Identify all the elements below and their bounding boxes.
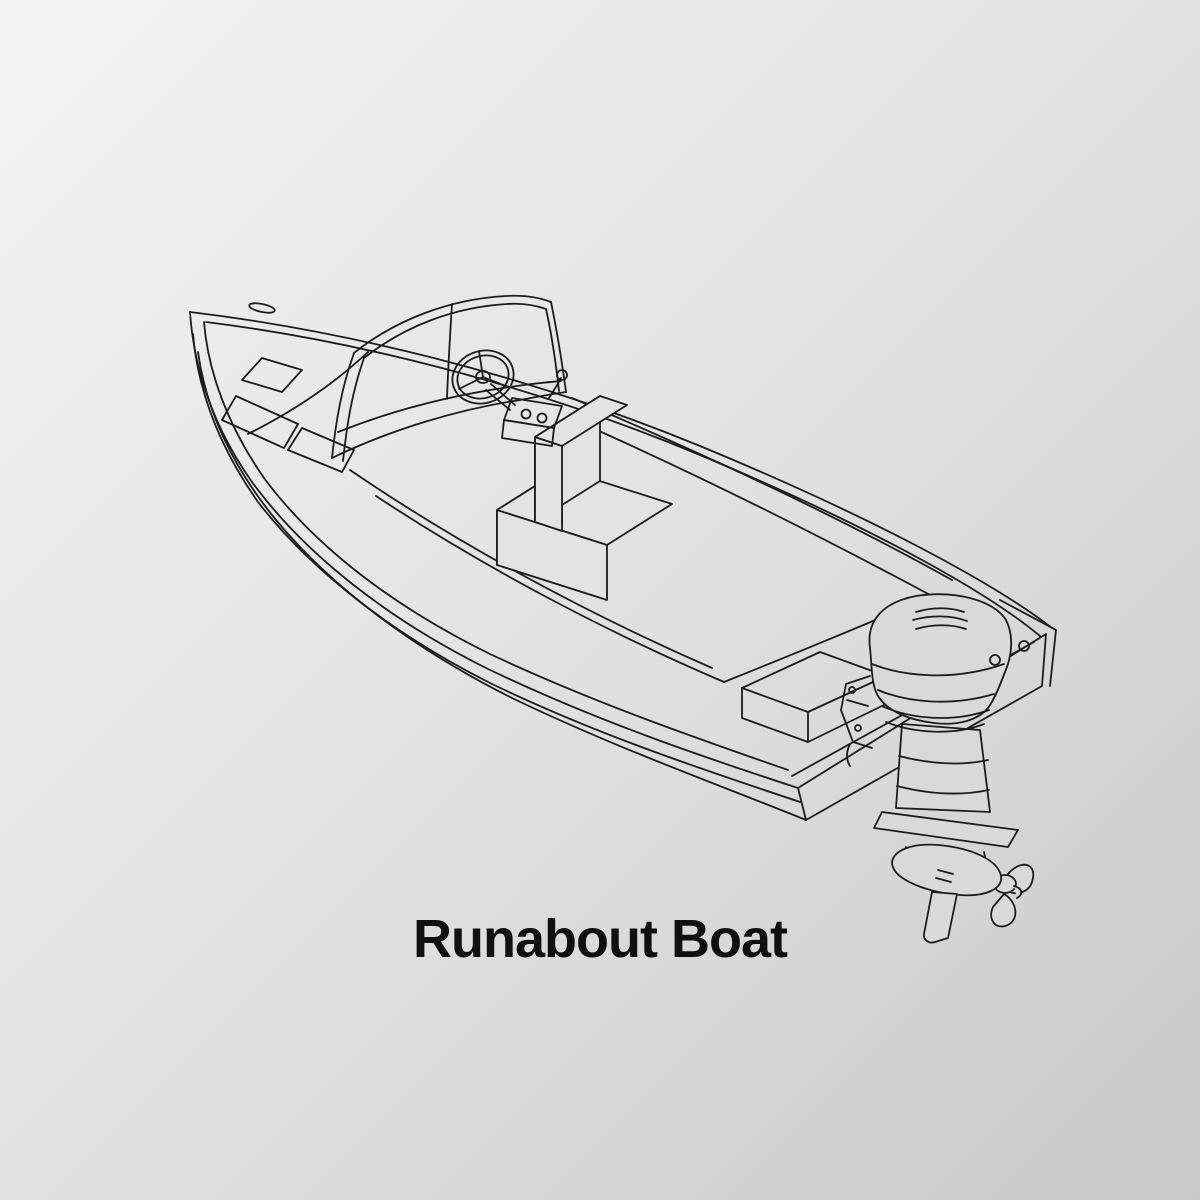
wheel-rim-inner [456, 354, 510, 400]
windshield-stbd-upright-inner [545, 308, 560, 392]
midsection [895, 723, 991, 813]
far-sheer-inner-line [205, 321, 1041, 637]
gearcase-bullet [891, 843, 1002, 897]
cowling-pan-line-lower [885, 721, 985, 733]
gauge-left [520, 408, 532, 420]
windshield-top-rail [353, 294, 552, 354]
near-floor-junction [375, 495, 725, 683]
far-floor-junction [587, 425, 933, 597]
seat-base-side [496, 509, 608, 601]
mount-bracket [840, 675, 873, 767]
tilt-rod [846, 743, 851, 767]
keel-line [197, 351, 807, 821]
bow-cleat [248, 302, 276, 314]
steering-wheel [451, 349, 516, 411]
anti-ventilation-plate [873, 811, 1019, 848]
windshield-port-upright-inner [342, 357, 365, 462]
windshield-port-upright [331, 352, 355, 459]
bracket-outline [840, 675, 873, 749]
gauge-right [536, 412, 548, 424]
skeg [923, 891, 958, 944]
windshield-base [331, 391, 567, 459]
wheel-spokes [458, 350, 509, 390]
water-intake-slits [935, 869, 954, 883]
bracket-bolt-upper [848, 686, 856, 694]
helm [451, 349, 568, 447]
bracket-bolt-lower [854, 724, 862, 732]
deck-and-cockpit [221, 302, 953, 743]
midsection-band-upper [898, 755, 989, 765]
back-to-back-seat [496, 395, 673, 601]
stern-corner-cap [999, 599, 1057, 687]
helm-console [501, 369, 568, 447]
throttle-knob [556, 369, 568, 381]
cowling-pan-line-upper [881, 705, 990, 719]
hull [189, 311, 1057, 821]
near-sheer-line [189, 311, 799, 789]
windshield-stbd-upright [550, 301, 567, 393]
near-coaming-line [349, 469, 713, 669]
prop-cone [1013, 885, 1023, 899]
cowling-seam-upper [871, 663, 1005, 677]
console-front [501, 419, 555, 447]
seat-backrest-side [534, 436, 563, 532]
bow-cushion-port [221, 395, 299, 449]
bow-cushion-aft [287, 427, 355, 473]
wheel-rim-outer [451, 349, 515, 405]
outboard-motor [840, 593, 1035, 944]
splash-well-front [741, 687, 809, 743]
cowling-vents [912, 607, 968, 630]
bracket-cross-bar [846, 699, 869, 707]
far-sheer-line [189, 311, 1053, 629]
foredeck-aft-edge [247, 351, 369, 435]
midsection-band-lower [896, 785, 990, 795]
far-coaming-line [571, 397, 953, 581]
near-sheer-inner-line [203, 321, 789, 771]
image-caption: Runabout Boat [413, 909, 788, 969]
splash-well-top [741, 651, 887, 713]
engine-cowling [868, 593, 1013, 725]
stern-fitting [1018, 640, 1030, 652]
wheel-hub [475, 370, 491, 384]
cowling-emblem [989, 654, 1001, 666]
windshield-mullion [446, 303, 453, 400]
boat-line-art [189, 294, 1057, 944]
windshield [331, 294, 567, 462]
bow-hatch [241, 357, 303, 393]
windshield-top-rail-inner [363, 302, 547, 359]
cowling-seam-lower [877, 689, 995, 703]
prop-blade-lower [990, 893, 1017, 928]
propeller [990, 863, 1035, 928]
